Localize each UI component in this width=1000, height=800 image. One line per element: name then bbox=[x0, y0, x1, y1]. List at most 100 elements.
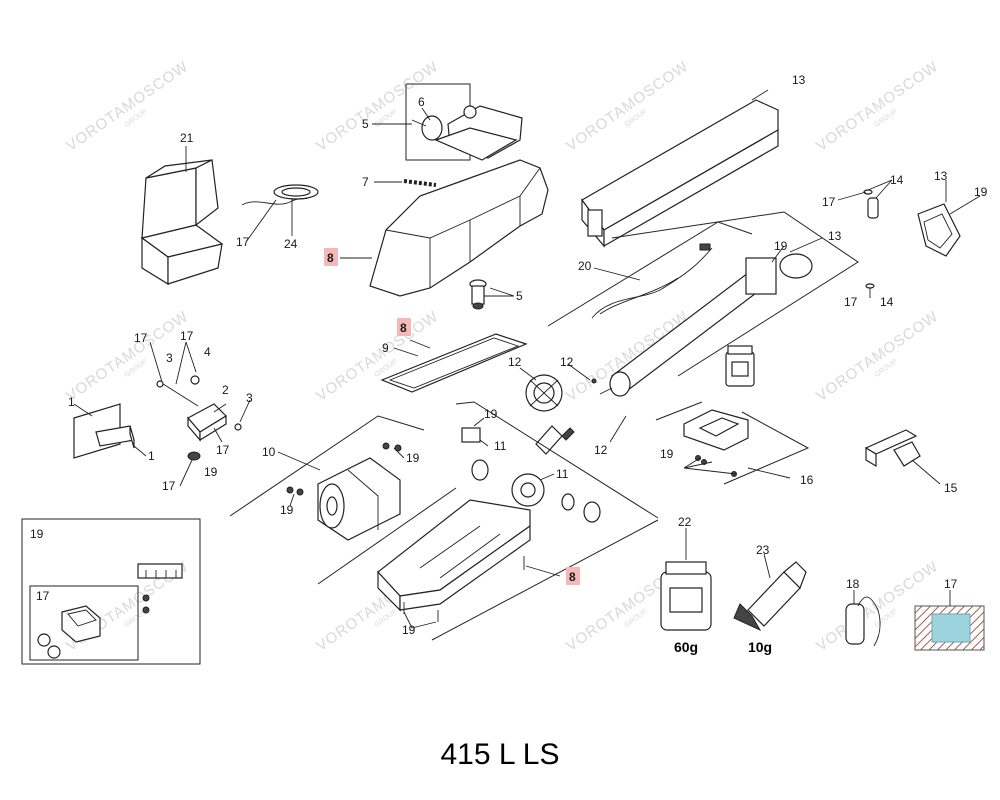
callout-8b: 8 bbox=[400, 321, 407, 335]
callout-12c: 12 bbox=[594, 443, 608, 457]
part-12-gear bbox=[525, 374, 597, 412]
callout-5a: 5 bbox=[362, 117, 369, 131]
callout-21: 21 bbox=[180, 131, 194, 145]
callout-1b: 1 bbox=[148, 449, 155, 463]
part-17-screw-lower bbox=[187, 451, 201, 461]
watermark-text: VOROTAMOSCOW bbox=[813, 58, 942, 155]
part-23-grease-tube bbox=[733, 561, 807, 632]
callout-3b: 3 bbox=[246, 391, 253, 405]
diagram-title: 415 L LS bbox=[441, 738, 560, 771]
part-13-profile bbox=[581, 99, 779, 248]
watermark-text: VOROTAMOSCOW bbox=[563, 58, 692, 155]
callout-13c: 13 bbox=[934, 169, 948, 183]
callout-19g: 19 bbox=[402, 623, 416, 637]
callout-9: 9 bbox=[382, 341, 389, 355]
callout-19c: 19 bbox=[484, 407, 498, 421]
callout-5b: 5 bbox=[516, 289, 523, 303]
callout-13b: 13 bbox=[828, 229, 842, 243]
watermark-text: VOROTAMOSCOW bbox=[63, 58, 192, 155]
callout-14b: 14 bbox=[880, 295, 894, 309]
callout-18: 18 bbox=[846, 577, 860, 591]
callout-17e: 17 bbox=[162, 479, 176, 493]
callout-14a: 14 bbox=[890, 173, 904, 187]
part-5-cover-assembly bbox=[405, 83, 523, 161]
callout-24: 24 bbox=[284, 237, 298, 251]
callout-3a: 3 bbox=[166, 351, 173, 365]
callout-17d: 17 bbox=[216, 443, 230, 457]
callout-17h: 17 bbox=[36, 589, 50, 603]
callout-11b: 11 bbox=[556, 467, 569, 481]
callout-19d: 19 bbox=[406, 451, 420, 465]
callout-23: 23 bbox=[756, 543, 770, 557]
callout-4: 4 bbox=[204, 345, 211, 359]
callout-12b: 12 bbox=[560, 355, 574, 369]
callout-17b: 17 bbox=[134, 331, 148, 345]
callout-17i: 17 bbox=[944, 577, 958, 591]
part-20-cable bbox=[591, 243, 713, 319]
part-1-bracket bbox=[73, 403, 135, 459]
callout-6: 6 bbox=[418, 95, 425, 109]
callout-17a: 17 bbox=[236, 235, 250, 249]
callout-19i: 19 bbox=[30, 527, 44, 541]
callout-2: 2 bbox=[222, 383, 229, 397]
callout-labels: 1 1 2 3 3 4 5 5 6 7 8 8 8 9 10 11 11 12 … bbox=[30, 73, 988, 637]
highlight-8-housing bbox=[324, 248, 338, 266]
callout-11a: 11 bbox=[494, 439, 507, 453]
callout-1: 1 bbox=[68, 395, 75, 409]
callout-17f: 17 bbox=[822, 195, 836, 209]
leader-lines bbox=[73, 89, 981, 629]
part-10-motor bbox=[286, 442, 402, 541]
part-15-rear-bracket bbox=[864, 429, 921, 468]
part-13-actuator bbox=[599, 253, 813, 397]
inset-19-connectors bbox=[21, 518, 201, 665]
part-14-pin bbox=[863, 189, 879, 289]
part-9-gasket bbox=[380, 333, 528, 393]
part-24-sticker bbox=[241, 184, 319, 206]
callout-12a: 12 bbox=[508, 355, 522, 369]
callout-17c: 17 bbox=[180, 329, 194, 343]
callout-13a: 13 bbox=[792, 73, 806, 87]
assembly-frames bbox=[229, 211, 859, 641]
part-grease-jar-small bbox=[725, 345, 755, 387]
part-18-capacitor bbox=[845, 596, 881, 647]
part-grease-tube-small bbox=[535, 425, 575, 455]
highlight-8-base bbox=[566, 567, 580, 585]
callout-19h: 19 bbox=[660, 447, 674, 461]
part-2-pivot bbox=[156, 375, 242, 442]
part-7-chain bbox=[403, 179, 437, 187]
callout-20: 20 bbox=[578, 259, 592, 273]
callout-16: 16 bbox=[800, 473, 814, 487]
part-11-gear bbox=[461, 427, 601, 523]
callout-19f: 19 bbox=[280, 503, 294, 517]
watermark-text: VOROTAMOSCOW bbox=[813, 308, 942, 405]
callout-19b: 19 bbox=[974, 185, 988, 199]
highlight-8-gasket bbox=[397, 318, 411, 336]
callout-17g: 17 bbox=[844, 295, 858, 309]
callout-10: 10 bbox=[262, 445, 276, 459]
callout-7: 7 bbox=[362, 175, 369, 189]
callout-15: 15 bbox=[944, 481, 958, 495]
tube-weight-caption: 10g bbox=[748, 639, 772, 655]
part-21-box bbox=[140, 159, 224, 286]
part-8-housing-cover bbox=[369, 159, 549, 297]
part-5-knob bbox=[469, 279, 487, 310]
watermark-text: VOROTAMOSCOW bbox=[313, 308, 442, 405]
callout-8c: 8 bbox=[569, 570, 576, 584]
callout-19a: 19 bbox=[774, 239, 788, 253]
part-13-end-cap bbox=[917, 203, 961, 257]
part-16-bracket bbox=[683, 409, 749, 477]
jar-weight-caption: 60g bbox=[674, 639, 698, 655]
part-22-grease-jar bbox=[660, 561, 712, 631]
callout-22: 22 bbox=[678, 515, 692, 529]
callout-19e: 19 bbox=[204, 465, 218, 479]
part-8-base-housing bbox=[377, 499, 531, 622]
part-17-label-swatch bbox=[914, 605, 985, 651]
